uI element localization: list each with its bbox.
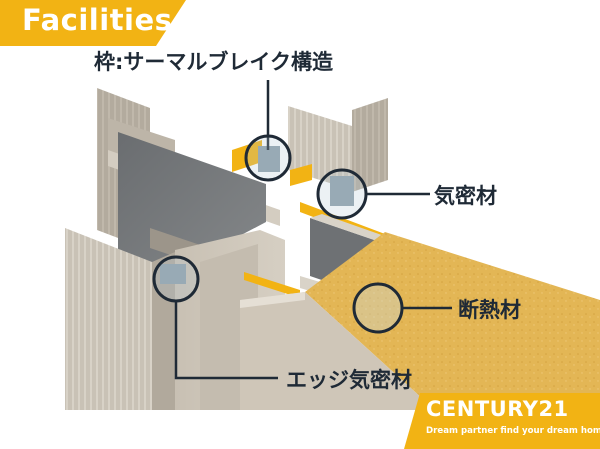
callout-airtight-label: 気密材 [434,184,497,208]
brand-tagline: Dream partner find your dream home. [426,426,600,436]
facilities-tag-label: Facilities [22,3,173,37]
callout-insulation-label: 断熱材 [458,298,521,322]
callout-edge-seal-label: エッジ気密材 [286,368,412,392]
brand-name: CENTURY21 [426,397,569,421]
century21-logo: CENTURY21 Dream partner find your dream … [404,393,600,449]
callout-frame-label: 枠:サーマルブレイク構造 [94,50,333,74]
facilities-tag: Facilities [0,0,186,46]
